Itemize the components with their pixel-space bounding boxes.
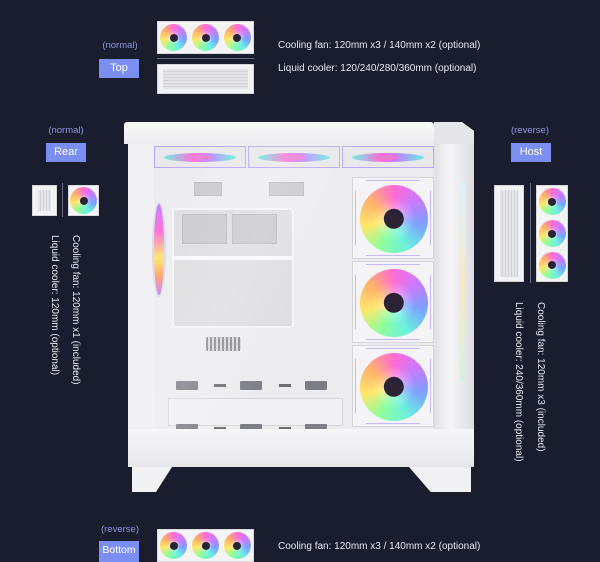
fan-icon	[190, 530, 222, 561]
mobo-cutout	[232, 214, 277, 244]
host-position-tag: Host	[511, 143, 551, 162]
fan-icon	[537, 186, 567, 218]
rear-cooler-spec: Liquid cooler: 120mm (optional)	[49, 235, 60, 376]
cable-cutout	[194, 182, 222, 196]
bottom-fan-strip-icon	[157, 529, 254, 562]
fan-icon	[221, 22, 253, 53]
case-foot-left	[132, 467, 172, 492]
cable-slot	[279, 427, 291, 430]
case-front-panel	[434, 144, 474, 464]
case-front-fan-icon	[352, 177, 434, 259]
cable-slot	[240, 424, 262, 433]
cable-slot	[214, 384, 226, 387]
case-foot-right	[409, 467, 471, 492]
fan-icon	[190, 22, 222, 53]
fan-icon	[158, 530, 190, 561]
top-position-tag: Top	[99, 59, 139, 78]
rear-fan-spec: Cooling fan: 120mm x1 (included)	[70, 235, 81, 385]
case-front-fan-icon	[352, 261, 434, 343]
case-top-fan-icon	[154, 146, 246, 168]
front-glow	[460, 182, 465, 382]
case-top-fan-icon	[248, 146, 340, 168]
rear-radiator-icon	[32, 185, 57, 216]
cable-slot	[305, 381, 327, 390]
top-fan-strip-icon	[157, 21, 254, 54]
rear-fan-strip-icon	[68, 185, 99, 216]
pc-case-icon	[124, 122, 477, 500]
case-top-panel	[124, 122, 434, 144]
tempered-glass-panel	[154, 144, 434, 429]
host-mode-label: (reverse)	[510, 125, 549, 136]
fan-icon	[537, 218, 567, 250]
case-rear-fan-icon	[152, 202, 166, 297]
rear-position-tag: Rear	[46, 143, 86, 162]
rear-mode-label: (normal)	[48, 125, 84, 136]
host-fan-strip-icon	[536, 185, 568, 282]
top-fan-spec: Cooling fan: 120mm x3 / 140mm x2 (option…	[278, 40, 481, 51]
bottom-position-tag: Bottom	[99, 541, 139, 562]
bottom-mode-label: (reverse)	[100, 524, 139, 535]
host-radiator-icon	[494, 185, 524, 282]
host-fan-spec: Cooling fan: 120mm x3 (included)	[535, 302, 546, 452]
cable-slot	[279, 384, 291, 387]
case-top-corner	[434, 122, 474, 144]
top-cooler-spec: Liquid cooler: 120/240/280/360mm (option…	[278, 63, 477, 74]
vent-grille	[206, 337, 241, 351]
mobo-shelf	[172, 256, 292, 260]
fan-icon	[537, 249, 567, 281]
host-divider	[530, 183, 531, 283]
cable-slot	[305, 424, 327, 433]
case-front-fan-icon	[352, 345, 434, 427]
fan-icon	[221, 530, 253, 561]
case-rear-panel	[128, 144, 154, 454]
cable-slot	[176, 381, 198, 390]
host-cooler-spec: Liquid cooler: 240/360mm (optional)	[513, 302, 524, 462]
top-mode-label: (normal)	[102, 40, 138, 51]
cable-slot	[176, 424, 198, 433]
rear-divider	[62, 183, 63, 217]
fan-icon	[69, 186, 98, 215]
case-bottom-panel	[128, 429, 474, 467]
bottom-fan-spec: Cooling fan: 120mm x3 / 140mm x2 (option…	[278, 541, 481, 552]
cable-slot	[214, 427, 226, 430]
top-radiator-icon	[157, 64, 254, 94]
cable-cutout	[269, 182, 304, 196]
mobo-cutout	[182, 214, 227, 244]
case-top-fans	[154, 146, 434, 168]
fan-icon	[158, 22, 190, 53]
cable-slot	[240, 381, 262, 390]
case-top-fan-icon	[342, 146, 434, 168]
top-divider	[157, 58, 254, 59]
